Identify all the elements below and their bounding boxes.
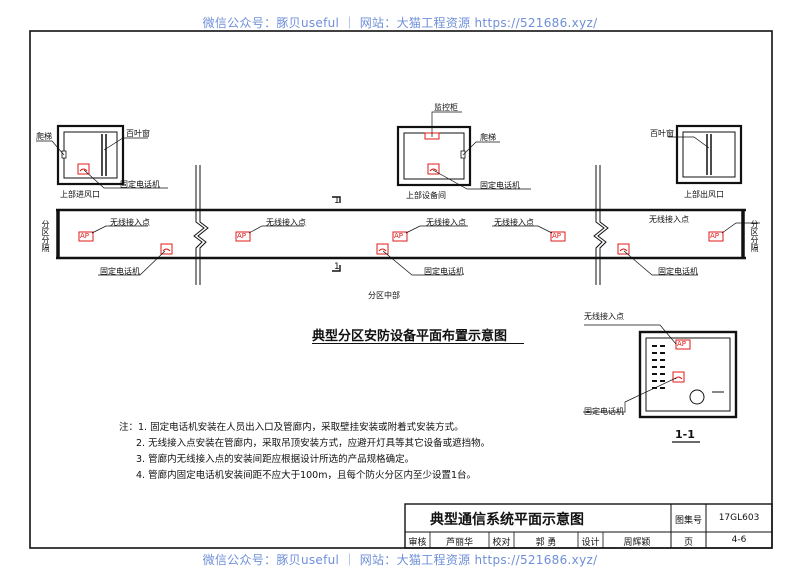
note-4: 4. 管廊内固定电话机安装间距不应大于100m，且每个防火分区内至少设置1台。 xyxy=(136,470,477,481)
left-room-phone-icon xyxy=(77,163,90,175)
ap-tag-section: AP xyxy=(677,340,687,348)
left-shaft-room xyxy=(56,124,125,186)
drawing-title: 典型通信系统平面示意图 xyxy=(430,512,584,528)
label-zone-wall-right: 分区分隔 xyxy=(750,220,759,252)
title-block-grid xyxy=(404,503,773,549)
label-section-phone: 固定电话机 xyxy=(584,407,624,416)
label-equipment-room: 上部设备间 xyxy=(406,191,446,200)
page-value: 4-6 xyxy=(731,535,747,545)
ap-tag-2: AP xyxy=(237,232,247,240)
label-zone-middle: 分区中部 xyxy=(368,291,400,300)
ap-tag-5: AP xyxy=(710,232,720,240)
gallery-ap-symbols xyxy=(78,231,724,242)
label-exhaust-air: 上部出风口 xyxy=(684,190,724,199)
watermark-bottom: 微信公众号：豚贝useful ｜ 网站：大猫工程资源 https://52168… xyxy=(202,553,598,567)
section-1-1 xyxy=(583,324,738,443)
utility-gallery xyxy=(56,208,746,260)
equipment-room xyxy=(396,125,472,187)
review-name: 芦丽华 xyxy=(445,538,473,548)
right-shaft-room xyxy=(675,124,743,185)
ap-tag-4: AP xyxy=(552,232,562,240)
label-ap-4: 无线接入点 xyxy=(494,218,534,227)
label-phone-gallery-mid: 固定电话机 xyxy=(424,267,464,276)
label-ap-2: 无线接入点 xyxy=(266,218,306,227)
check-label: 校对 xyxy=(492,538,511,548)
section-mark-bottom: 1 xyxy=(334,262,340,272)
note-1: 注：1. 固定电话机安装在人员出入口及管廊内，采取壁挂安装或附着式安装方式。 xyxy=(119,422,464,433)
label-phone-gallery-right: 固定电话机 xyxy=(658,267,698,276)
section-mark-top: 1 xyxy=(334,196,340,206)
label-phone-left-room: 固定电话机 xyxy=(120,180,160,189)
label-ap-5: 无线接入点 xyxy=(649,215,689,224)
label-phone-mid-room: 固定电话机 xyxy=(480,181,520,190)
label-ap-1: 无线接入点 xyxy=(110,218,150,227)
review-label: 审核 xyxy=(408,538,427,548)
label-section-ap: 无线接入点 xyxy=(584,312,624,321)
section-cut-marks xyxy=(332,196,341,272)
check-name: 郭 勇 xyxy=(535,538,557,548)
label-ladder-left: 爬梯 xyxy=(36,132,52,141)
plan-title-underline xyxy=(312,343,524,344)
break-lines xyxy=(193,165,609,285)
plan-title: 典型分区安防设备平面布置示意图 xyxy=(312,329,508,344)
label-louver-right: 百叶窗 xyxy=(650,129,674,138)
atlas-value: 17GL603 xyxy=(718,513,760,523)
page-label: 页 xyxy=(683,538,693,548)
label-zone-wall-left: 分区分隔 xyxy=(41,220,50,252)
room-leaders xyxy=(36,111,710,190)
ap-tag-3: AP xyxy=(394,232,404,240)
atlas-label: 图集号 xyxy=(674,516,702,526)
label-louver-left: 百叶窗 xyxy=(126,129,150,138)
section-title: 1-1 xyxy=(675,428,695,441)
watermark-top: 微信公众号：豚贝useful ｜ 网站：大猫工程资源 https://52168… xyxy=(202,16,598,30)
note-2: 2. 无线接入点安装在管廊内，采取吊顶安装方式，应避开灯具等其它设备或遮挡物。 xyxy=(136,438,491,449)
drawing-frame xyxy=(29,30,773,549)
design-name: 周辉颖 xyxy=(623,538,651,548)
note-3: 3. 管廊内无线接入点的安装间距应根据设计所选的产品规格确定。 xyxy=(136,454,415,465)
gallery-leaders xyxy=(91,222,760,276)
label-monitor-cabinet: 监控柜 xyxy=(434,103,458,112)
label-phone-gallery-left: 固定电话机 xyxy=(100,267,140,276)
gallery-phone-symbols xyxy=(160,243,630,255)
label-ap-3: 无线接入点 xyxy=(426,218,466,227)
label-supply-air: 上部进风口 xyxy=(60,190,100,199)
label-ladder-mid: 爬梯 xyxy=(480,133,496,142)
equipment-room-phone-icon xyxy=(427,163,440,175)
ap-tag-1: AP xyxy=(80,232,90,240)
design-label: 设计 xyxy=(581,538,600,548)
